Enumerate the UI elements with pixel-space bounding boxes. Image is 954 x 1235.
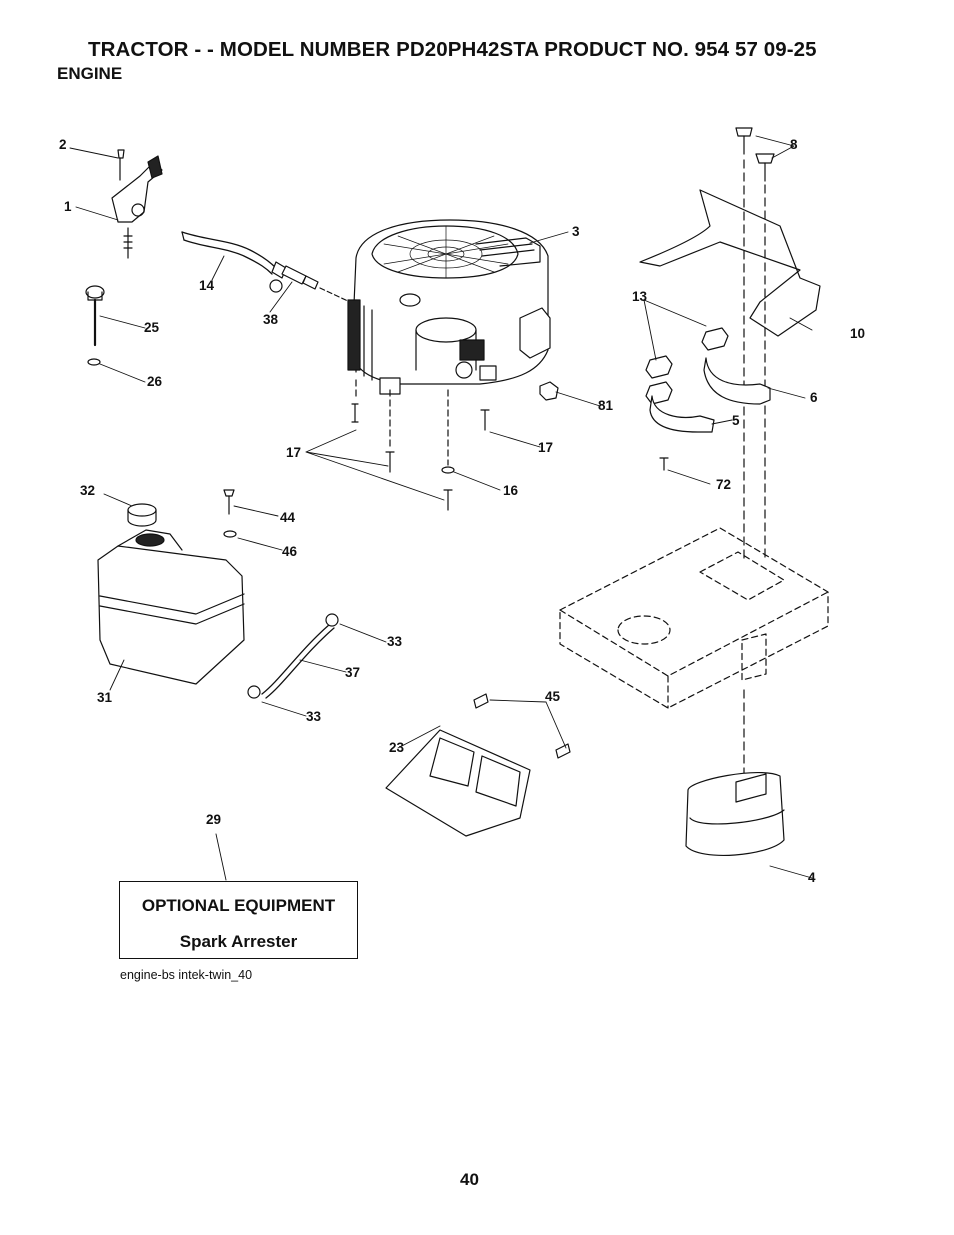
callout-17b: 17 — [538, 440, 554, 455]
callout-32: 32 — [80, 483, 96, 498]
optional-equipment-heading: OPTIONAL EQUIPMENT — [141, 896, 336, 915]
section-title: ENGINE — [57, 64, 123, 83]
muffler-part — [685, 689, 785, 856]
fuel-tank-part — [97, 503, 245, 685]
callout-72: 72 — [716, 477, 732, 492]
callout-33b: 33 — [306, 709, 322, 724]
callout-37: 37 — [345, 665, 361, 680]
fuel-line-part — [247, 613, 339, 699]
callout-6: 6 — [810, 390, 818, 405]
callout-10: 10 — [850, 326, 866, 341]
callout-23: 23 — [389, 740, 405, 755]
callout-25: 25 — [144, 320, 160, 335]
exhaust-pipes-part — [645, 327, 771, 471]
callout-2: 2 — [59, 137, 67, 152]
callout-14: 14 — [199, 278, 215, 293]
drawing-reference: engine-bs intek-twin_40 — [120, 968, 253, 982]
tank-screw-part — [223, 489, 237, 538]
callout-17a: 17 — [286, 445, 302, 460]
callout-38: 38 — [263, 312, 279, 327]
callout-44: 44 — [280, 510, 296, 525]
nut-part — [539, 381, 559, 401]
fuel-hose-part — [181, 231, 351, 303]
callout-31: 31 — [97, 690, 113, 705]
page-number: 40 — [460, 1170, 479, 1189]
optional-equipment-item: Spark Arrester — [179, 932, 298, 951]
dipstick-part — [85, 285, 105, 366]
throttle-bracket-part — [111, 149, 163, 259]
optional-equipment-box: OPTIONAL EQUIPMENT Spark Arrester — [119, 881, 358, 959]
leader-lines — [69, 135, 813, 881]
engine-bolts-part — [351, 379, 490, 511]
callout-1: 1 — [64, 199, 72, 214]
callout-33a: 33 — [387, 634, 403, 649]
callout-45: 45 — [545, 689, 561, 704]
callout-16: 16 — [503, 483, 519, 498]
callout-29: 29 — [206, 812, 222, 827]
page-title: TRACTOR - - MODEL NUMBER PD20PH42STA PRO… — [88, 38, 817, 61]
callout-46: 46 — [282, 544, 298, 559]
callout-81: 81 — [598, 398, 614, 413]
callout-26: 26 — [147, 374, 163, 389]
callout-8: 8 — [790, 137, 798, 152]
shield-plate-part — [385, 693, 571, 837]
callout-4: 4 — [808, 870, 816, 885]
chassis-plate-part — [559, 527, 829, 709]
callout-13: 13 — [632, 289, 648, 304]
heat-shield-part — [639, 127, 821, 561]
callout-5: 5 — [732, 413, 740, 428]
callout-3: 3 — [572, 224, 580, 239]
engine-part — [347, 219, 551, 395]
